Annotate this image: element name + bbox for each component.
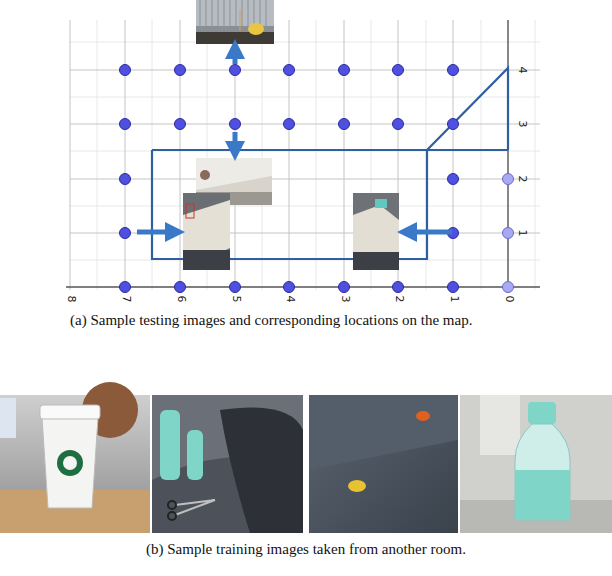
axis-tick: 6 bbox=[174, 296, 186, 303]
location-dots bbox=[120, 65, 459, 293]
axis-tick: 8 bbox=[64, 296, 76, 303]
axis-tick: 1 bbox=[447, 296, 459, 303]
map-grid bbox=[70, 20, 540, 290]
test-photo-left bbox=[183, 193, 230, 270]
map-grid-major bbox=[70, 20, 540, 290]
train-photo-floor bbox=[309, 395, 458, 533]
axis-tick: 2 bbox=[392, 296, 404, 303]
photo-arrows bbox=[137, 54, 452, 232]
axis-tick: 2 bbox=[515, 176, 527, 183]
figure-caption: (a) Sample testing images and correspond… bbox=[70, 311, 540, 329]
location-dots-origin bbox=[503, 174, 514, 293]
axis-tick: 4 bbox=[283, 296, 295, 303]
axis-tick: 5 bbox=[229, 296, 241, 303]
train-photo-cup bbox=[0, 382, 150, 533]
axis-tick: 3 bbox=[515, 121, 527, 128]
axis-tick: 7 bbox=[119, 296, 131, 303]
train-photo-bottle bbox=[460, 395, 612, 533]
train-photo-chair bbox=[152, 395, 303, 533]
axis-tick: 4 bbox=[515, 67, 527, 74]
axis-tick: 0 bbox=[502, 296, 514, 303]
map-axes bbox=[66, 20, 540, 292]
axis-tick: 1 bbox=[515, 230, 527, 237]
axis-tick: 3 bbox=[338, 296, 350, 303]
test-photo-right bbox=[353, 193, 399, 270]
test-photo-top bbox=[196, 0, 274, 44]
figure-caption: (b) Sample training images taken from an… bbox=[0, 540, 612, 558]
